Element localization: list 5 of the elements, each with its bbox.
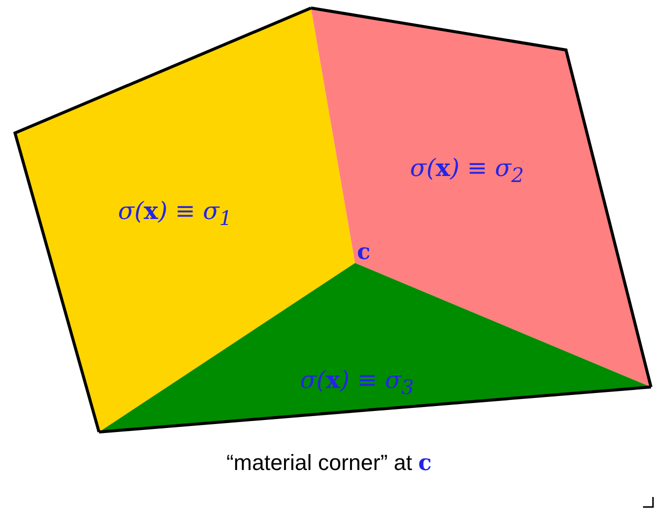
corner-point-label: c [357, 239, 370, 265]
caption: “material corner” at c [225, 450, 433, 476]
region-formula: σ(x) ≡ σ$_{2}$ [410, 153, 524, 187]
region-formula: σ(x) ≡ σ$_{3}$ [300, 365, 414, 399]
region-formula: σ(x) ≡ σ$_{1}$ [118, 196, 232, 230]
